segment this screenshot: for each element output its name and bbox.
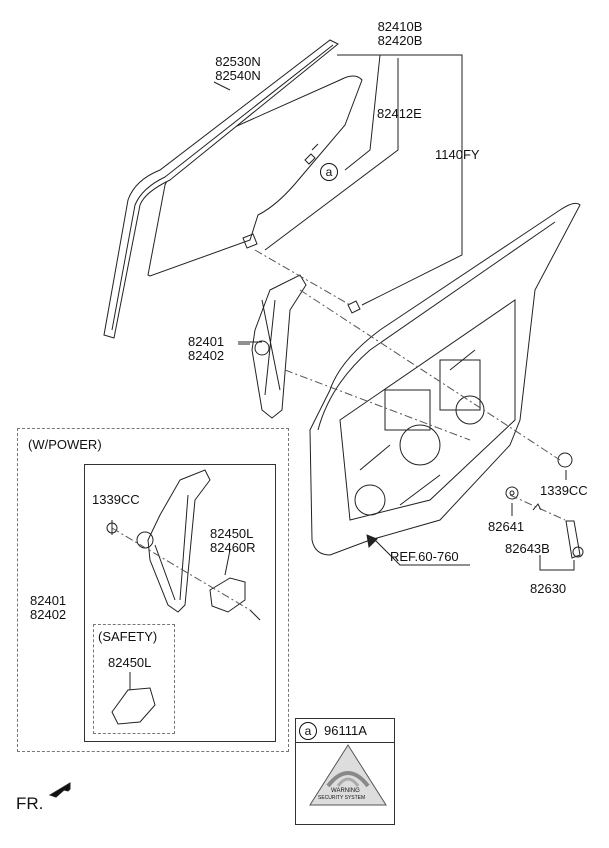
label-safety-motor: 82450L [108, 655, 152, 670]
safety-group-box [93, 624, 175, 734]
label-handle: 82630 [530, 581, 567, 596]
front-label: FR. [16, 794, 44, 813]
label-clip: 82643B [505, 541, 550, 556]
safety-group-title: (SAFETY) [98, 629, 158, 644]
label-bracket: 82412E [377, 106, 422, 121]
label-nut-right: 1339CC [540, 483, 588, 498]
callout-a-box: a [299, 722, 317, 740]
power-group-title: (W/POWER) [28, 437, 102, 452]
power-regulator [147, 469, 211, 613]
power-inner-box [84, 464, 276, 742]
front-arrow [48, 782, 71, 798]
safety-motor [111, 687, 156, 725]
label-part-box [295, 718, 395, 825]
regulator-motor [209, 577, 246, 613]
label-bolt: 1140FY [435, 147, 480, 162]
window-regulator [251, 274, 307, 419]
label-part-number: 96111A [324, 723, 367, 738]
warning-text: WARNING [331, 788, 360, 794]
glass-run-channel [103, 39, 339, 339]
label-nut-left: 1339CC [92, 492, 140, 507]
label-washer: 82641 [488, 519, 525, 534]
power-group-box [17, 428, 289, 752]
callout-a: a [320, 163, 338, 181]
door-panel [309, 202, 581, 556]
window-handle [565, 520, 581, 559]
warning-label-emblem [309, 744, 387, 806]
label-ref: REF.60-760 [390, 549, 459, 564]
label-part-divider [295, 742, 394, 743]
security-text: SECURITY SYSTEM [318, 795, 366, 801]
